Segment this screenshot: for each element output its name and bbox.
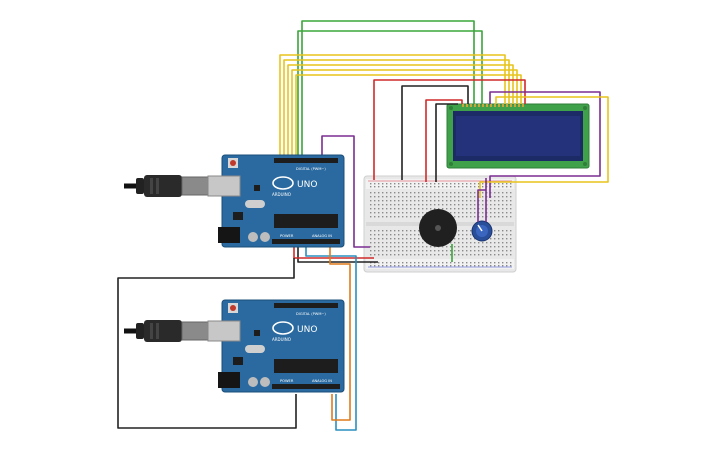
- potentiometer[interactable]: [471, 220, 493, 242]
- wire-purple-1: [489, 91, 601, 198]
- wires[interactable]: [117, 20, 609, 431]
- arduino-uno-1[interactable]: UNO ARDUINO DIGITAL (PWM~) POWER ANALOG …: [124, 154, 345, 248]
- wire-yellow-6: [479, 96, 609, 198]
- wire-yellow-2: [283, 59, 510, 158]
- wire-black-1: [401, 85, 469, 180]
- wire-purple-3: [477, 189, 486, 222]
- wire-yellow-3: [287, 64, 514, 158]
- piezo-buzzer[interactable]: [419, 209, 457, 247]
- wire-orange-1: [329, 247, 351, 421]
- board-1-model: UNO: [297, 180, 317, 190]
- wire-green-1: [301, 20, 475, 158]
- wire-blue-1: [305, 247, 357, 431]
- arduino-uno-2[interactable]: UNO ARDUINO DIGITAL (PWM~) POWER ANALOG …: [124, 299, 345, 393]
- board-1-analog-label: ANALOG IN: [312, 234, 332, 238]
- wire-black-4: [117, 258, 297, 429]
- board-2-digital-label: DIGITAL (PWM~): [296, 312, 326, 316]
- wire-green-2: [297, 30, 483, 158]
- wire-black-2: [435, 103, 458, 182]
- wire-black-3: [297, 247, 378, 263]
- usb-cable-2[interactable]: [124, 320, 209, 342]
- board-2-model: UNO: [297, 325, 317, 335]
- board-1-digital-label: DIGITAL (PWM~): [296, 167, 326, 171]
- board-2-power-label: POWER: [280, 379, 294, 383]
- usb-cable-1[interactable]: [124, 175, 209, 197]
- board-2-brand: ARDUINO: [272, 337, 291, 342]
- board-1-power-label: POWER: [280, 234, 294, 238]
- wire-yellow-5: [295, 74, 522, 158]
- board-2-analog-label: ANALOG IN: [312, 379, 332, 383]
- wire-purple-2: [321, 135, 370, 248]
- lcd-display[interactable]: [446, 103, 590, 169]
- wire-yellow-4: [291, 69, 518, 158]
- board-1-brand: ARDUINO: [272, 192, 291, 197]
- wire-red-2: [425, 99, 463, 182]
